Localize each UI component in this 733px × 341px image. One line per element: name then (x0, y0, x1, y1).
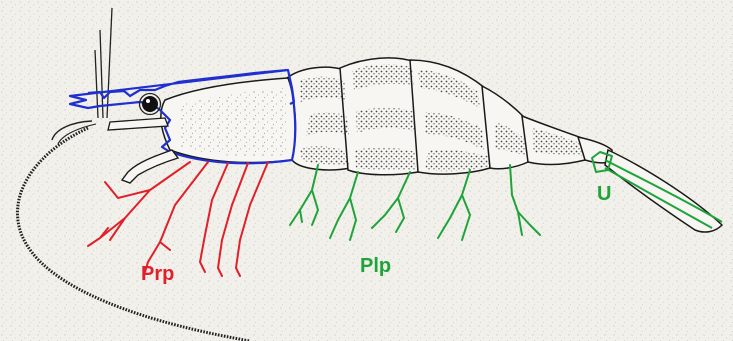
pleopods-label: Plp (360, 256, 391, 276)
eye-highlight (146, 99, 150, 103)
pereiopods-label: Prp (141, 264, 174, 284)
eye (142, 96, 158, 112)
uropods-label: U (597, 184, 611, 204)
